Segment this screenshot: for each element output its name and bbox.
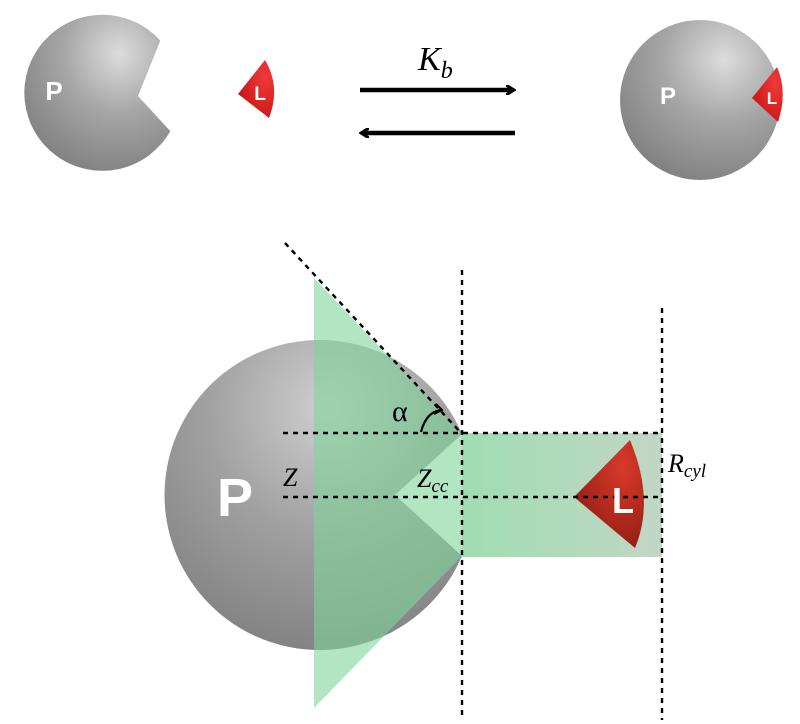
zcc-symbol: Z (417, 464, 432, 493)
complex-ligand-shape (752, 67, 783, 122)
binding-constant-subscript: b (441, 58, 453, 84)
complex-ligand-label: L (767, 89, 777, 108)
angle-arc (419, 408, 442, 433)
free-protein-label: P (45, 76, 62, 106)
complex-protein-shape (620, 20, 780, 180)
angle-arc-tick (433, 403, 444, 415)
z-label: Z (283, 463, 298, 492)
ligand-label: L (612, 480, 634, 521)
rcyl-symbol: R (667, 449, 684, 478)
free-ligand-shape (238, 60, 275, 118)
rcyl-label: Rcyl (667, 449, 706, 482)
exclusion-cone-shape (314, 278, 462, 708)
free-ligand-label: L (254, 84, 266, 105)
protein-label: P (217, 468, 253, 528)
free-protein-shape (24, 14, 171, 171)
cone-edge-dashed-line (284, 242, 463, 435)
zcc-subscript: cc (431, 476, 448, 497)
rcyl-subscript: cyl (684, 461, 706, 482)
binding-constant-symbol: K (417, 41, 443, 78)
angle-alpha-label: α (392, 395, 408, 428)
complex-protein-label: P (660, 83, 676, 110)
bound-ligand-shape (574, 440, 644, 548)
binding-constant-label: Kb (417, 41, 453, 84)
zcc-label: Zcc (417, 464, 449, 497)
